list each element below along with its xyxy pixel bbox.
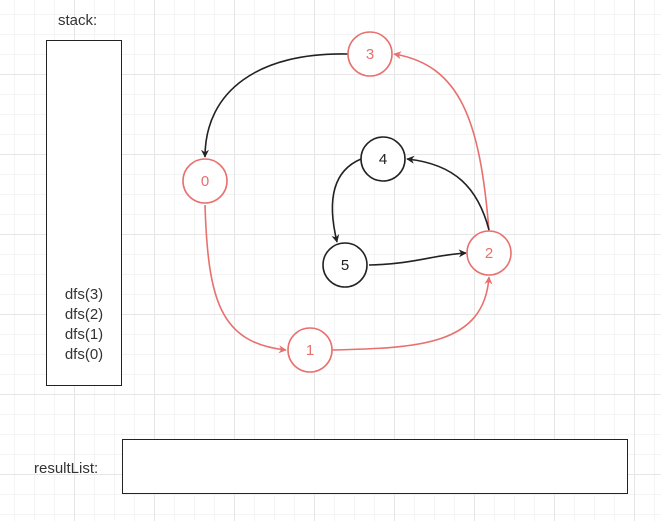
node-2: 2	[466, 230, 512, 276]
edges-layer	[201, 51, 493, 354]
node-circle	[347, 31, 393, 77]
node-4: 4	[360, 136, 406, 182]
stack-item: dfs(0)	[64, 346, 104, 363]
edge-2-to-3	[393, 51, 490, 232]
edge-2-to-4	[406, 155, 490, 231]
stack-item: dfs(2)	[64, 306, 104, 323]
result-list-label: resultList:	[34, 460, 99, 477]
edge-0-to-1	[204, 204, 287, 354]
edge-5-to-2	[368, 249, 467, 266]
node-3: 3	[347, 31, 393, 77]
node-circle	[360, 136, 406, 182]
node-circle	[322, 242, 368, 288]
edge-4-to-5	[331, 158, 362, 243]
nodes-layer: 3 0 4 5 2 1	[182, 31, 512, 373]
stack-box: dfs(3) dfs(2) dfs(1) dfs(0)	[46, 40, 122, 386]
stack-item: dfs(3)	[64, 286, 104, 303]
node-1: 1	[287, 327, 333, 373]
node-label: 1	[306, 342, 314, 359]
stack-label: stack:	[58, 12, 98, 29]
node-circle	[182, 158, 228, 204]
edge-1-to-2	[331, 276, 493, 351]
node-label: 3	[366, 46, 374, 63]
node-0: 0	[182, 158, 228, 204]
node-5: 5	[322, 242, 368, 288]
stack-item: dfs(1)	[64, 326, 104, 343]
node-circle	[287, 327, 333, 373]
node-label: 2	[485, 245, 493, 262]
node-label: 4	[379, 151, 387, 168]
stack-items: dfs(3) dfs(2) dfs(1) dfs(0)	[47, 285, 121, 365]
node-label: 0	[201, 173, 209, 190]
result-list-box	[122, 439, 628, 494]
node-label: 5	[341, 257, 349, 274]
node-circle	[466, 230, 512, 276]
edge-3-to-0	[201, 53, 349, 158]
